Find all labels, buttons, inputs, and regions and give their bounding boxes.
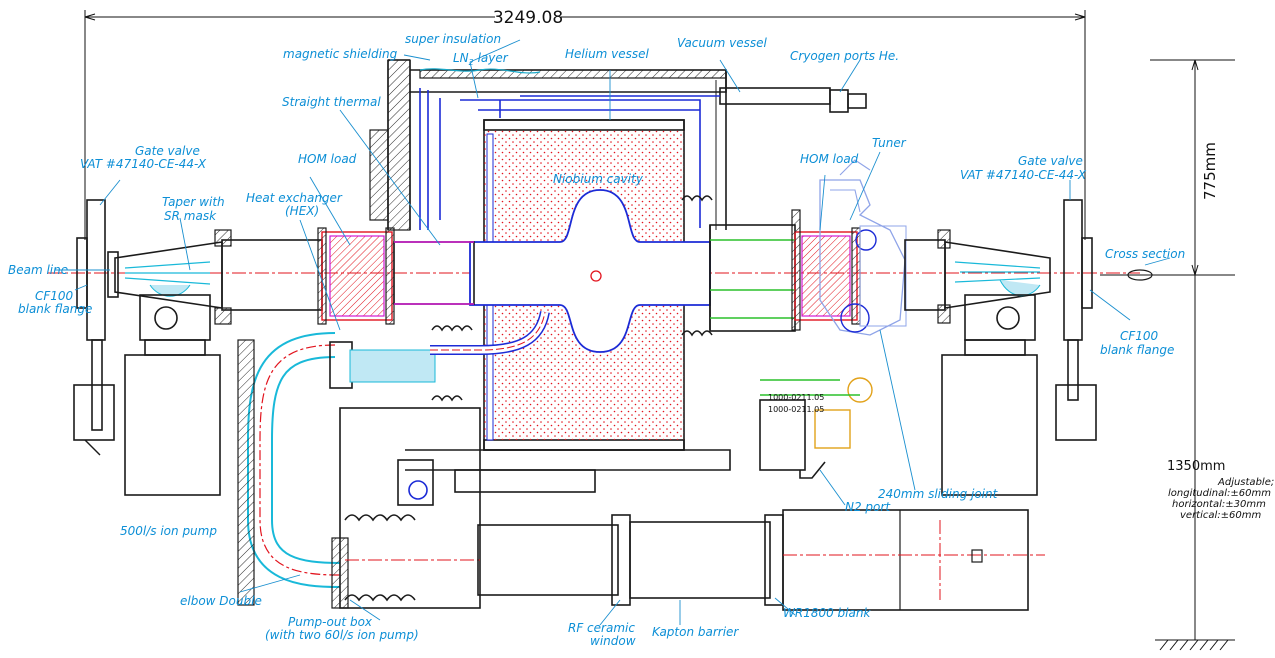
right-taper [904, 229, 1051, 324]
label-pump-out-box-2: (with two 60l/s ion pump) [265, 628, 419, 642]
adjustable-longitudinal: longitudinal:±60mm [1168, 488, 1271, 499]
label-beam-line: Beam line [8, 263, 68, 277]
adjustable-vertical: vertical:±60mm [1180, 510, 1261, 521]
ion-pump-left [124, 294, 221, 496]
overall-dimension: 3249.08 [84, 6, 1086, 240]
gate-valve-left [73, 199, 115, 456]
label-hex: (HEX) [285, 204, 319, 218]
vertical-dimension: 775mm 1350mm Adjustable; longitudinal:±6… [1100, 59, 1274, 651]
label-gate-valve-right: Gate valve [1018, 154, 1083, 168]
label-n2-port: N2 port [845, 500, 891, 514]
height-dimension-label: 775mm [1201, 142, 1219, 200]
label-rf-ceramic-1: RF ceramic [568, 621, 635, 635]
cross-section-icon [1127, 269, 1153, 281]
label-heat-exchanger: Heat exchanger [246, 191, 343, 205]
rf-waveguide [477, 509, 1045, 611]
left-beam-tube [214, 227, 475, 325]
label-cryogen-ports: Cryogen ports He. [790, 49, 899, 63]
label-straight-thermal: Straight thermal [282, 95, 381, 109]
label-wr1800-blank: WR1800 blank [783, 606, 871, 620]
ion-pump-right [941, 294, 1038, 496]
label-kapton-barrier: Kapton barrier [652, 625, 739, 639]
label-taper-2: SR mask [164, 209, 217, 223]
label-vat-right: VAT #47140-CE-44-X [960, 168, 1087, 182]
label-cf100-right-2: blank flange [1100, 343, 1174, 357]
pump-out-box [331, 407, 481, 609]
overall-length-label: 3249.08 [493, 8, 563, 28]
leader-lines [55, 39, 1171, 626]
label-gate-valve-left: Gate valve [135, 144, 200, 158]
label-sliding-joint: 240mm sliding joint [878, 487, 999, 501]
label-pump-out-box-1: Pump-out box [288, 615, 373, 629]
lower-dimension-label: 1350mm [1167, 459, 1225, 474]
label-hom-load-left: HOM load [298, 152, 357, 166]
left-taper [107, 241, 223, 309]
label-rf-ceramic-2: window [590, 634, 636, 648]
super-insulation-layer [419, 68, 541, 74]
motor-text-1: 1000-0211.05 [768, 393, 824, 402]
label-magnetic-shielding: magnetic shielding [283, 47, 398, 61]
adjustable-title: Adjustable; [1217, 477, 1274, 488]
labels: super insulation magnetic shielding LN2 … [8, 32, 1185, 648]
label-ion-pump: 500l/s ion pump [120, 524, 217, 538]
gate-valve-right [1055, 199, 1097, 441]
label-cf100-left-2: blank flange [18, 302, 92, 316]
label-tuner: Tuner [872, 136, 907, 150]
label-cf100-left-1: CF100 [35, 289, 74, 303]
vessel-bottom [405, 449, 731, 471]
label-cf100-right-1: CF100 [1120, 329, 1159, 343]
label-cross-section: Cross section [1105, 247, 1185, 261]
inner-bellows [430, 195, 713, 402]
tuner-assembly [819, 159, 907, 336]
label-super-insulation: super insulation [405, 32, 501, 46]
label-hom-load-right: HOM load [800, 152, 859, 166]
label-taper-1: Taper with [162, 195, 225, 209]
vessel-support [454, 469, 596, 493]
label-niobium-cavity: Niobium cavity [553, 172, 644, 186]
elbow-pipe [237, 332, 436, 606]
cryogen-ports [499, 87, 867, 118]
lower-right-details: 1000-0211.05 1000-0211.05 [759, 377, 873, 479]
label-helium-vessel: Helium vessel [565, 47, 650, 61]
label-ln2-layer: LN2 layer [453, 51, 509, 67]
adjustable-horizontal: horizontal:±30mm [1172, 499, 1266, 510]
label-vacuum-vessel: Vacuum vessel [677, 36, 767, 50]
motor-text-2: 1000-0211.05 [768, 405, 824, 414]
label-elbow-double: elbow Double [180, 594, 262, 608]
label-vat-left: VAT #47140-CE-44-X [80, 157, 207, 171]
right-beam-tube [709, 209, 861, 332]
